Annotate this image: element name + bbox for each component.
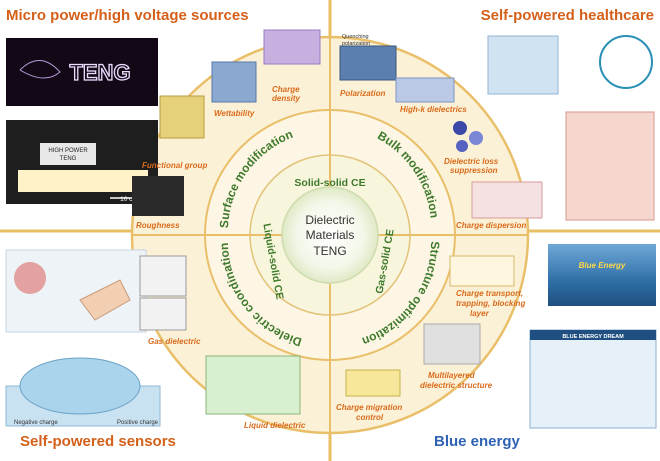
- topic-dielectric-loss-2: suppression: [450, 166, 498, 175]
- center-line2: Materials: [306, 228, 355, 242]
- topic-dielectric-loss-1: Dielectric loss: [444, 157, 499, 166]
- topic-charge-density-2: density: [272, 94, 301, 103]
- gas-dielectric-thumb-2: [139, 297, 187, 331]
- functional-group-thumb: [159, 95, 205, 139]
- inner-label-solid: Solid-solid CE: [294, 177, 365, 189]
- mesh-globe: [599, 35, 653, 89]
- topic-charge-density-1: Charge: [272, 85, 300, 94]
- quenching-line1: Quenching: [342, 34, 369, 40]
- corner-title-top-left: Micro power/high voltage sources: [6, 7, 249, 24]
- blue-energy-dream-title: BLUE ENERGY DREAM: [562, 334, 624, 340]
- brain-illustration: [14, 262, 46, 294]
- center-disc: [281, 186, 379, 284]
- blue-energy-sea-photo: [548, 244, 656, 306]
- dielectric-loss-particle-1: [453, 121, 467, 135]
- wettability-thumb: [211, 61, 257, 103]
- discharge-arc: [19, 60, 61, 79]
- gas-dielectric-thumb-1: [139, 255, 187, 297]
- blue-energy-img-label: Blue Energy: [579, 261, 626, 270]
- corner-title-bottom-left: Self-powered sensors: [20, 433, 176, 450]
- droplet-dome: [19, 357, 141, 415]
- topic-multilayered-1: Multilayered: [428, 371, 476, 380]
- wearable-photo: [565, 111, 655, 221]
- charge-transport-thumb: [449, 255, 515, 287]
- dream-panel-header: [530, 330, 656, 340]
- dielectric-loss-particle-2: [469, 131, 483, 145]
- topic-charge-transport-1: Charge transport,: [456, 289, 523, 298]
- high-power-line1: HIGH POWER: [48, 148, 88, 154]
- charge-dispersion-thumb: [471, 181, 543, 219]
- scale-bar-label: 10 cm: [120, 196, 138, 203]
- corner-title-bottom-right: Blue energy: [434, 433, 521, 450]
- high-power-line2: TENG: [60, 156, 77, 162]
- negative-charge-label: Negative charge: [14, 420, 58, 426]
- quenching-line2: polarization: [342, 41, 370, 47]
- topic-polarization: Polarization: [340, 89, 385, 98]
- topic-functional-group: Functional group: [142, 161, 207, 170]
- topic-multilayered-2: dielectric structure: [420, 381, 493, 390]
- led-array-glow: [18, 170, 148, 192]
- topic-liquid-dielectric: Liquid dielectric: [244, 421, 306, 430]
- dielectric-loss-particle-3: [456, 140, 468, 152]
- corner-title-top-right: Self-powered healthcare: [481, 7, 654, 24]
- charge-density-thumb: [263, 29, 321, 65]
- roughness-thumb: [132, 176, 184, 216]
- multilayer-thumb: [423, 323, 481, 365]
- topic-charge-migration-1: Charge migration: [336, 403, 402, 412]
- center-line1: Dielectric: [305, 213, 354, 227]
- topic-gas-dielectric: Gas dielectric: [148, 337, 201, 346]
- center-line3: TENG: [313, 244, 346, 258]
- positive-charge-label: Positive charge: [117, 420, 159, 426]
- teng-sign-text: TENG: [69, 60, 130, 85]
- topic-charge-transport-2: trapping, blocking: [456, 299, 525, 308]
- liquid-dielectric-thumb: [205, 355, 301, 415]
- teng-glow-photo: [6, 38, 158, 106]
- topic-wettability: Wettability: [214, 109, 255, 118]
- topic-roughness: Roughness: [136, 221, 180, 230]
- mask-sensor-photo: [487, 35, 559, 95]
- topic-high-k: High-k dielectrics: [400, 105, 467, 114]
- topic-charge-migration-2: control: [356, 413, 384, 422]
- hand-illustration: [79, 279, 131, 321]
- topic-charge-dispersion: Charge dispersion: [456, 221, 526, 230]
- sign-card: [40, 143, 96, 165]
- topic-charge-transport-3: layer: [470, 309, 490, 318]
- polarization-thumb: [339, 45, 397, 81]
- charge-migration-thumb: [345, 369, 401, 397]
- blue-energy-dream-panel: [529, 329, 657, 429]
- high-k-thumb: [395, 77, 455, 103]
